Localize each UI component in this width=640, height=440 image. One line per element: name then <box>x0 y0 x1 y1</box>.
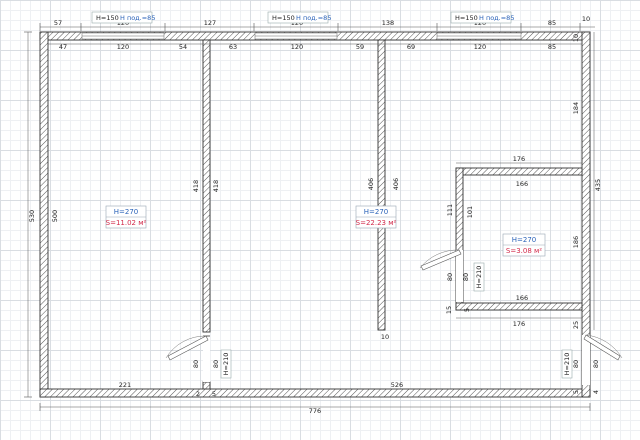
room-3-area: S=3.08 м² <box>506 247 542 255</box>
dim-bottom-5: 5 <box>212 390 216 398</box>
dim-right-184: 184 <box>572 102 580 114</box>
door-3-width: 80 <box>572 360 580 368</box>
window-label-3: H=150 H под.=85 <box>450 11 514 24</box>
dim-wall1-left-418: 418 <box>192 180 200 192</box>
window-1-height: H=150 <box>96 14 119 22</box>
dim-bottom-526: 526 <box>391 381 403 389</box>
room-2-area: S=22.23 м² <box>356 219 397 227</box>
window-openings <box>81 32 522 40</box>
door-2-width-2: 80 <box>462 273 470 281</box>
door-3: 80 80 H=210 <box>561 334 623 385</box>
dim-bath-right-186: 186 <box>572 236 580 248</box>
door-2-width: 80 <box>446 273 454 281</box>
window-3-sill: H под.=85 <box>479 14 514 22</box>
door-3-height: H=210 <box>563 353 571 376</box>
dim-inner-54: 54 <box>179 43 187 51</box>
dim-bath-5: 5 <box>463 308 471 312</box>
dim-bath-bottom-166: 166 <box>516 294 528 302</box>
bathroom-dimensions: 176 166 111 101 186 166 176 15 5 <box>445 155 582 328</box>
door-1-height: H=210 <box>222 353 230 376</box>
dim-inner-85: 85 <box>548 43 556 51</box>
dim-right-25: 25 <box>572 321 580 329</box>
door-2-height: H=210 <box>475 266 483 289</box>
dim-wall2-right-406: 406 <box>392 178 400 190</box>
dim-outer-right-10: 10 <box>582 15 590 23</box>
dim-left-500: 500 <box>51 210 59 222</box>
dim-outer-138: 138 <box>382 19 394 27</box>
dim-wall1-right-418: 418 <box>212 180 220 192</box>
dim-left-530: 530 <box>28 210 36 222</box>
dim-bath-left-101: 101 <box>466 206 474 218</box>
dim-inner-69: 69 <box>407 43 415 51</box>
dim-right-435: 435 <box>594 179 602 191</box>
dim-bottom-221: 221 <box>119 381 131 389</box>
dim-inner-59: 59 <box>356 43 364 51</box>
dim-wall2-bottom-10: 10 <box>381 333 389 341</box>
window-label-1: H=150 H под.=85 <box>91 11 155 24</box>
door-3-width-2: 80 <box>592 360 600 368</box>
dim-inner-120a: 120 <box>117 43 129 51</box>
dim-outer-57: 57 <box>54 19 62 27</box>
window-2-sill: H под.=85 <box>296 14 331 22</box>
dim-inner-120b: 120 <box>291 43 303 51</box>
dim-inner-120c: 120 <box>474 43 486 51</box>
dim-inner-63: 63 <box>229 43 237 51</box>
room-2-height: H=270 <box>364 208 389 216</box>
room-label-3: H=270 S=3.08 м² <box>502 233 546 257</box>
dim-inner-47: 47 <box>59 43 67 51</box>
dim-bath-top-176: 176 <box>513 155 525 163</box>
top-inner-dimension-chain: 47 120 54 63 120 59 69 120 85 10 <box>48 34 582 51</box>
window-2-height: H=150 <box>272 14 295 22</box>
dim-right-5: 5 <box>572 390 580 394</box>
dim-bottom-776: 776 <box>309 407 321 415</box>
door-1-width-2: 80 <box>212 360 220 368</box>
dim-bath-top-166: 166 <box>516 180 528 188</box>
window-label-2: H=150 H под.=85 <box>267 11 331 24</box>
room-1-height: H=270 <box>114 208 139 216</box>
dim-bath-15: 15 <box>445 306 453 314</box>
door-1-width: 80 <box>192 360 200 368</box>
dim-outer-85: 85 <box>548 19 556 27</box>
room-3-height: H=270 <box>512 236 537 244</box>
door-1: 80 80 H=210 <box>165 335 232 382</box>
dim-wall2-left-406: 406 <box>367 178 375 190</box>
room-label-1: H=270 S=11.02 м² <box>106 205 147 229</box>
dim-inner-right-10: 10 <box>572 34 580 42</box>
window-3-height: H=150 <box>455 14 478 22</box>
room-1-area: S=11.02 м² <box>106 219 147 227</box>
dim-bath-left-111: 111 <box>446 204 454 216</box>
dim-bottom-2: 2 <box>196 390 200 398</box>
dim-bath-bottom-176: 176 <box>513 320 525 328</box>
bottom-dimensions: 221 526 776 2 5 <box>39 381 591 415</box>
door-2: 80 80 H=210 <box>419 249 485 302</box>
room-label-2: H=270 S=22.23 м² <box>356 205 397 229</box>
window-1-sill: H под.=85 <box>120 14 155 22</box>
dim-outer-127: 127 <box>204 19 216 27</box>
vertical-dimensions: 530 500 418 418 406 406 10 184 435 25 5 … <box>24 31 602 398</box>
dim-right-4: 4 <box>592 390 600 394</box>
